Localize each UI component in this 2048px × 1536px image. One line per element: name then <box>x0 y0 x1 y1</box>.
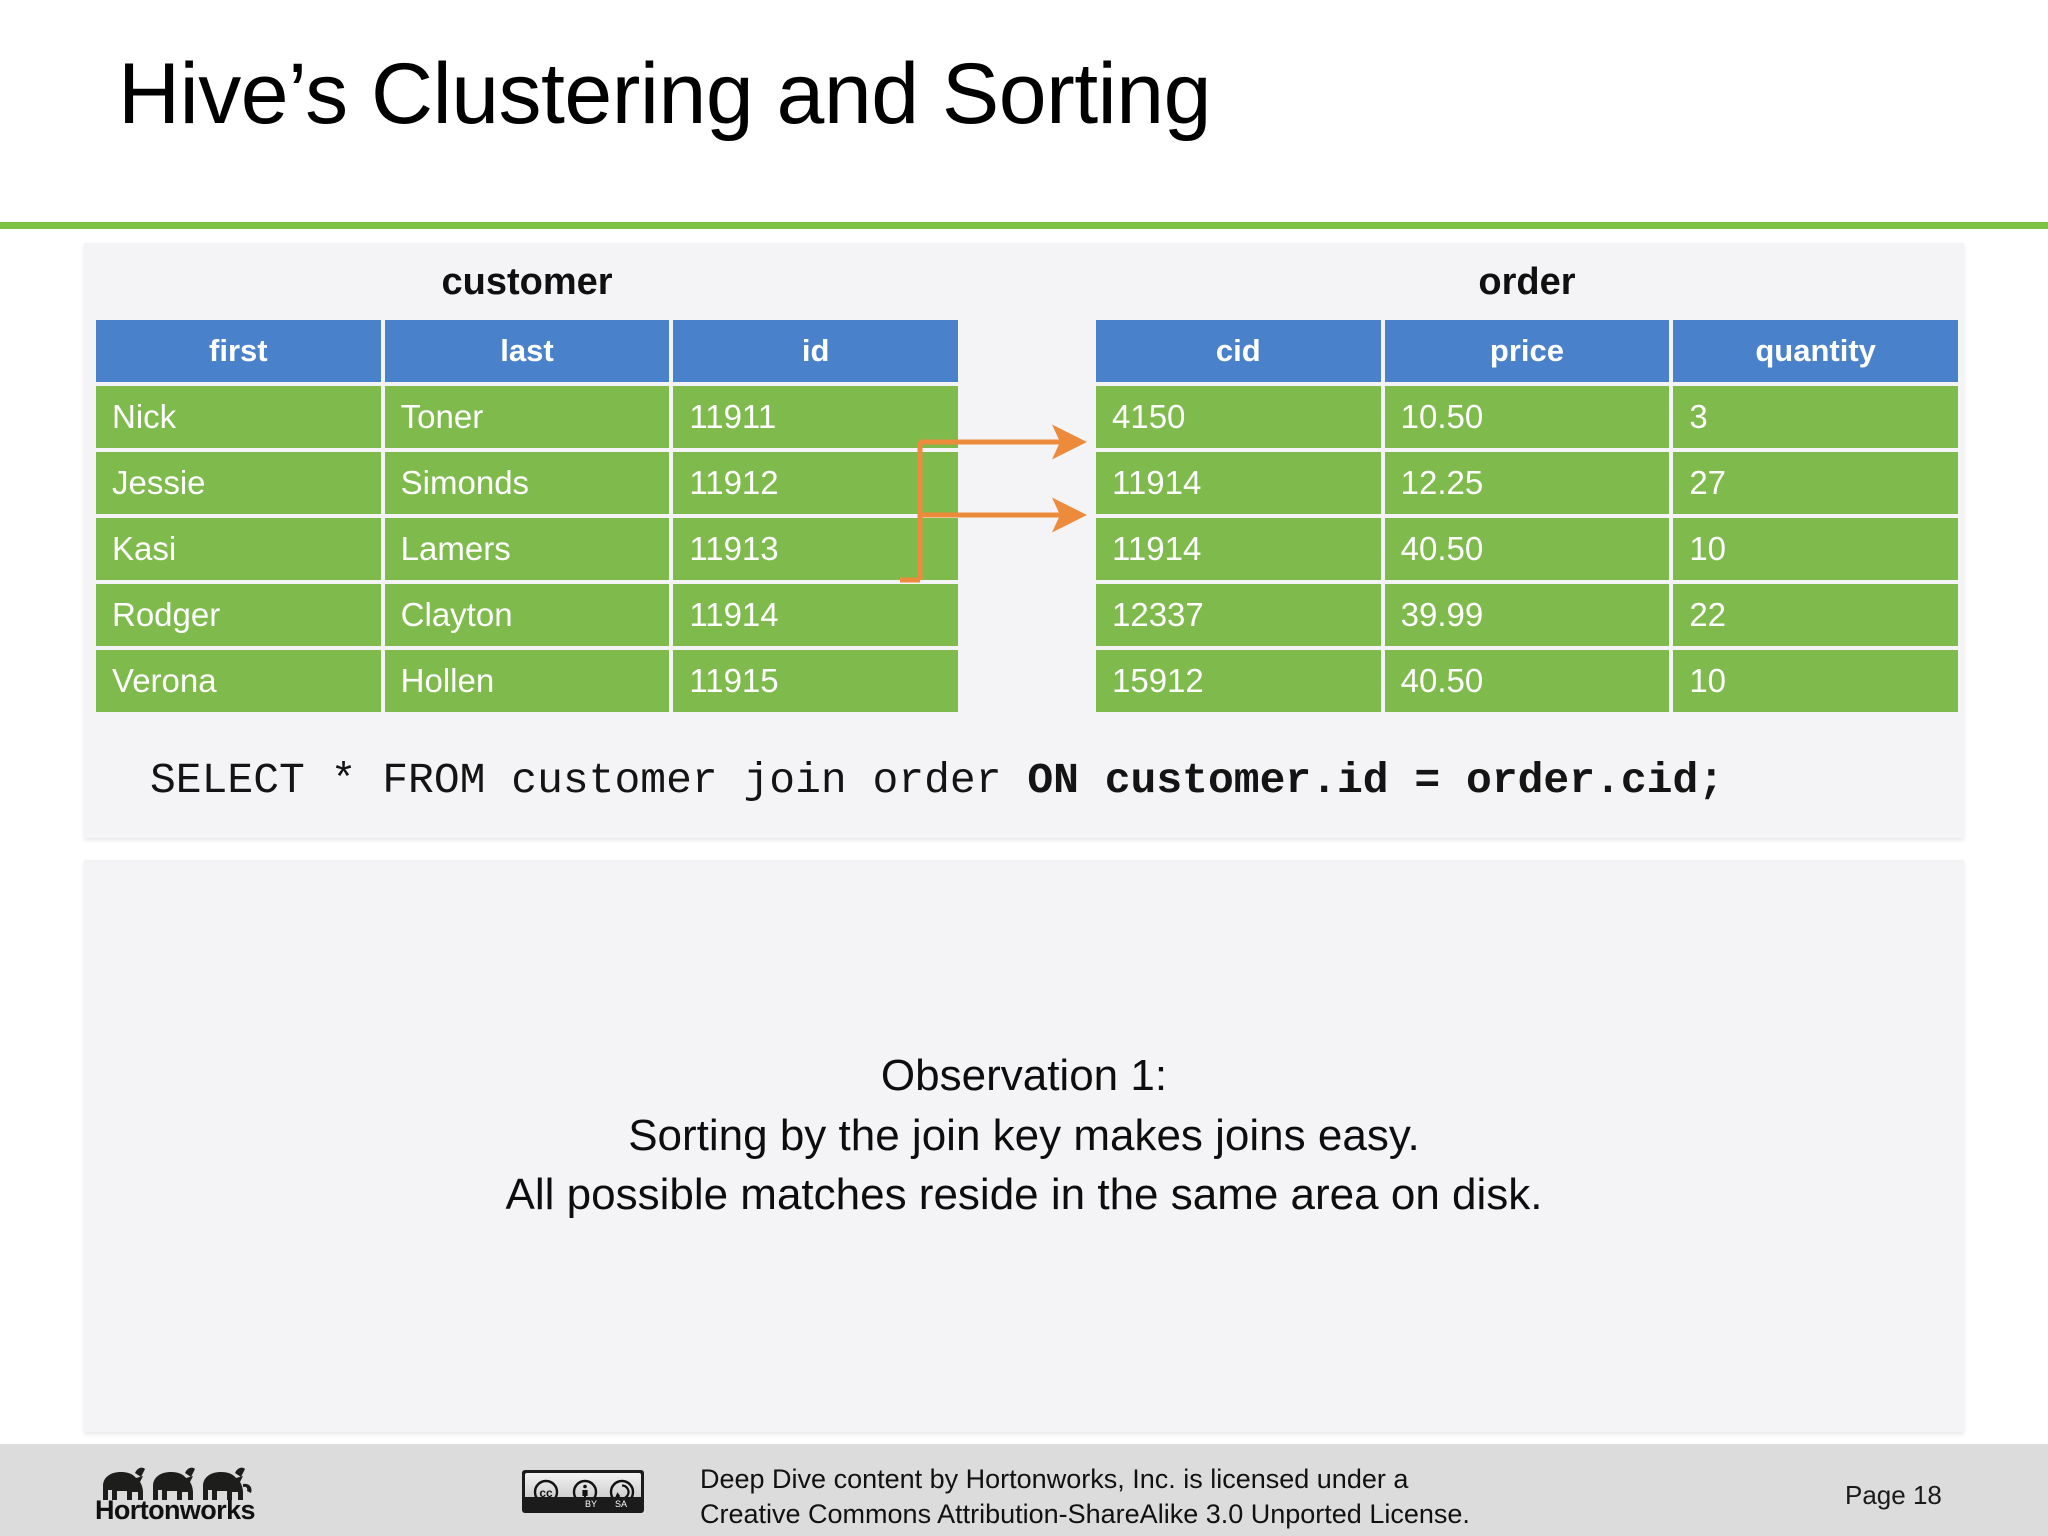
cell-id: 11915 <box>673 650 958 712</box>
observation-line-3: All possible matches reside in the same … <box>505 1170 1543 1220</box>
creative-commons-badge-icon: cc BY SA <box>522 1470 644 1513</box>
column-header-id: id <box>673 320 958 382</box>
table-row-highlighted: Rodger Clayton 11914 <box>96 584 958 646</box>
order-table-caption: order <box>1478 261 1576 303</box>
cc-label-by: BY <box>584 1498 597 1509</box>
svg-text:cc: cc <box>539 1486 553 1500</box>
observation-line-1: Observation 1: <box>880 1051 1168 1100</box>
table-row: 12337 39.99 22 <box>1096 584 1958 646</box>
cell-quantity: 10 <box>1673 518 1958 580</box>
order-table-block: order cid price quantity 4150 10.50 3 11… <box>1092 247 1962 716</box>
cell-last: Hollen <box>384 650 670 712</box>
cell-cid: 11914 <box>1096 452 1381 514</box>
table-header-row: cid price quantity <box>1096 320 1958 382</box>
cell-cid: 11914 <box>1096 518 1381 580</box>
cell-id: 11911 <box>673 386 958 448</box>
customer-table: first last id Nick Toner 11911 Jessie Si… <box>92 316 962 716</box>
observation-panel <box>84 860 1964 1432</box>
table-row-highlighted: 11914 40.50 10 <box>1096 518 1958 580</box>
cell-first: Jessie <box>96 452 381 514</box>
column-header-quantity: quantity <box>1673 320 1958 382</box>
column-header-first: first <box>96 320 381 382</box>
table-row: Verona Hollen 11915 <box>96 650 958 712</box>
cell-cid: 15912 <box>1096 650 1381 712</box>
cell-quantity: 27 <box>1673 452 1958 514</box>
cell-price: 39.99 <box>1384 584 1670 646</box>
footer-bar <box>0 1444 2048 1536</box>
cell-first: Verona <box>96 650 381 712</box>
table-row-highlighted: 11914 12.25 27 <box>1096 452 1958 514</box>
hortonworks-logo: Hortonworks <box>95 1460 305 1526</box>
page-number: Page 18 <box>1845 1480 1942 1510</box>
cell-first: Nick <box>96 386 381 448</box>
cell-quantity: 10 <box>1673 650 1958 712</box>
table-row: 15912 40.50 10 <box>1096 650 1958 712</box>
page-title: Hive’s Clustering and Sorting <box>118 46 1211 142</box>
cell-quantity: 22 <box>1673 584 1958 646</box>
table-row: Jessie Simonds 11912 <box>96 452 958 514</box>
column-header-last: last <box>384 320 670 382</box>
table-row: Kasi Lamers 11913 <box>96 518 958 580</box>
column-header-price: price <box>1384 320 1670 382</box>
cell-price: 40.50 <box>1384 650 1670 712</box>
cc-label-sa: SA <box>614 1498 627 1509</box>
license-text: Deep Dive content by Hortonworks, Inc. i… <box>700 1462 1470 1531</box>
cell-last: Toner <box>384 386 670 448</box>
license-line-1: Deep Dive content by Hortonworks, Inc. i… <box>700 1464 1409 1494</box>
table-header-row: first last id <box>96 320 958 382</box>
cell-last: Lamers <box>384 518 670 580</box>
cell-price: 10.50 <box>1384 386 1670 448</box>
license-line-2: Creative Commons Attribution-ShareAlike … <box>700 1498 1470 1529</box>
cell-quantity: 3 <box>1673 386 1958 448</box>
sql-bold-segment: ON customer.id = order.cid; <box>1027 756 1725 805</box>
title-divider-rule <box>0 222 2048 229</box>
cell-price: 12.25 <box>1384 452 1670 514</box>
cell-last: Simonds <box>384 452 670 514</box>
elephant-herd-icon <box>103 1467 252 1500</box>
observation-text: Observation 1: Sorting by the join key m… <box>84 1046 1964 1225</box>
cell-price: 40.50 <box>1384 518 1670 580</box>
cc-badge-labels: BY SA <box>525 1497 641 1510</box>
sql-statement: SELECT * FROM customer join order ON cus… <box>150 756 1724 805</box>
cell-id: 11913 <box>673 518 958 580</box>
cell-first: Rodger <box>96 584 381 646</box>
hortonworks-wordmark: Hortonworks <box>95 1495 256 1525</box>
column-header-cid: cid <box>1096 320 1381 382</box>
customer-table-block: customer first last id Nick Toner 11911 … <box>92 247 962 716</box>
table-row: Nick Toner 11911 <box>96 386 958 448</box>
sql-plain-segment: SELECT * FROM customer join order <box>150 756 1028 805</box>
observation-line-2: Sorting by the join key makes joins easy… <box>628 1110 1420 1160</box>
table-row: 4150 10.50 3 <box>1096 386 1958 448</box>
cell-first: Kasi <box>96 518 381 580</box>
cell-last: Clayton <box>384 584 670 646</box>
order-table: cid price quantity 4150 10.50 3 11914 12… <box>1092 316 1962 716</box>
cell-cid: 12337 <box>1096 584 1381 646</box>
customer-table-caption: customer <box>441 261 613 303</box>
join-connector-arrows <box>900 424 1087 583</box>
cell-id: 11912 <box>673 452 958 514</box>
cell-id: 11914 <box>673 584 958 646</box>
cell-cid: 4150 <box>1096 386 1381 448</box>
